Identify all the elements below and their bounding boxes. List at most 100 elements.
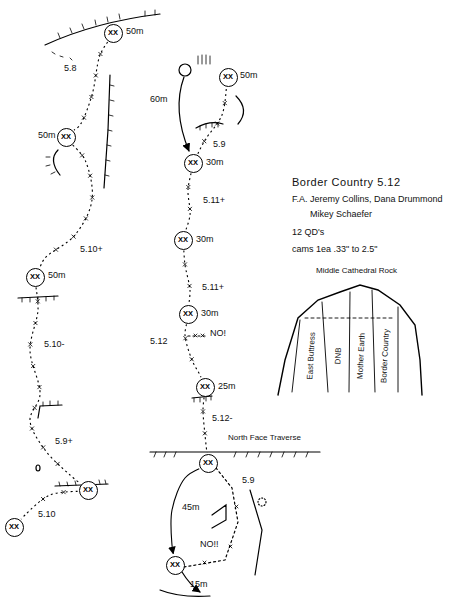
anchor-text: XX bbox=[9, 523, 19, 531]
topo-label: 5.9+ bbox=[55, 437, 73, 447]
bolt-mark bbox=[82, 116, 86, 120]
bolt-mark bbox=[223, 101, 227, 105]
anchor-text: XX bbox=[108, 29, 118, 37]
rappel-arrow bbox=[179, 77, 189, 151]
bolt-mark bbox=[88, 174, 92, 178]
belay-anchor: XX bbox=[26, 268, 45, 287]
flake-hatch bbox=[46, 157, 55, 174]
roof-line bbox=[45, 14, 160, 45]
bolt-mark bbox=[98, 52, 102, 56]
climb-line bbox=[184, 468, 238, 567]
topo-label: 5.12 bbox=[150, 337, 168, 347]
route-dnb bbox=[322, 302, 328, 392]
route-east-buttress bbox=[292, 320, 300, 392]
anchor-text: XX bbox=[61, 133, 71, 141]
traverse-hatch bbox=[154, 452, 308, 457]
bolt-mark bbox=[188, 284, 192, 288]
corner-line bbox=[250, 490, 262, 575]
bolt-marks bbox=[28, 52, 226, 501]
topo-label: North Face Traverse bbox=[228, 434, 301, 443]
bolt-mark bbox=[36, 299, 40, 303]
topo-label: 5.10- bbox=[44, 340, 65, 350]
bolt-mark bbox=[56, 462, 60, 466]
bolt-mark bbox=[54, 248, 58, 252]
belay-anchor: XX bbox=[5, 518, 24, 537]
crack-hatch bbox=[198, 55, 210, 64]
belay-anchor: XX bbox=[79, 481, 98, 500]
bolt-mark bbox=[41, 445, 45, 449]
belay-anchor: XX bbox=[174, 231, 193, 250]
belay-anchor: XX bbox=[104, 24, 123, 43]
route-line bbox=[203, 397, 207, 452]
anchor-text: XX bbox=[178, 236, 188, 244]
route-name: Border Country bbox=[380, 329, 392, 384]
rock-outline bbox=[278, 285, 422, 395]
topo-label: 50m bbox=[126, 27, 144, 37]
pitch-length: 45m bbox=[181, 503, 201, 513]
topo-label: 5.11+ bbox=[202, 283, 224, 293]
topo-label: 5.8 bbox=[64, 64, 77, 74]
belay-anchor: XX bbox=[219, 68, 238, 87]
bolt-mark bbox=[37, 385, 41, 389]
topo-label: 60m bbox=[150, 95, 168, 105]
traverse-dashed bbox=[305, 318, 395, 319]
belay-anchor: XX bbox=[166, 556, 185, 575]
pocket bbox=[36, 465, 40, 471]
route-line bbox=[185, 324, 201, 377]
bolt-mark bbox=[72, 235, 76, 239]
bolt-mark bbox=[188, 207, 192, 211]
route-name: Mother Earth bbox=[356, 333, 367, 380]
bolt-mark bbox=[202, 139, 206, 143]
ledge-line bbox=[38, 405, 62, 418]
ledge-hatch bbox=[43, 401, 58, 406]
bolt-mark bbox=[90, 196, 94, 200]
bolt-mark bbox=[80, 153, 84, 157]
bolt-mark bbox=[62, 490, 66, 494]
topo-label: 30m bbox=[201, 309, 219, 319]
flake-line bbox=[212, 505, 226, 528]
topo-label: 12 QD's bbox=[292, 228, 324, 238]
bolt-mark bbox=[183, 262, 187, 266]
topo-label: F.A. Jeremy Collins, Dana Drummond bbox=[292, 195, 443, 205]
bolt-mark bbox=[33, 406, 37, 410]
bolt-mark bbox=[41, 497, 45, 501]
topo-label: 50m bbox=[240, 71, 258, 81]
bolt-mark bbox=[89, 95, 93, 99]
topo-label: 30m bbox=[196, 235, 214, 245]
bolt-mark bbox=[84, 216, 88, 220]
bolt-mark bbox=[201, 409, 205, 413]
anchor-text: XX bbox=[188, 159, 198, 167]
bolt-mark bbox=[194, 334, 204, 337]
bolt-mark bbox=[215, 121, 219, 125]
bolt-mark bbox=[183, 336, 187, 340]
topo-label: NO! bbox=[210, 329, 226, 339]
bolt-mark bbox=[31, 364, 35, 368]
topo-label: cams 1ea .33" to 2.5" bbox=[292, 245, 377, 255]
topo-label: 50m bbox=[48, 271, 66, 281]
route-line bbox=[74, 42, 108, 130]
topo-label: Middle Cathedral Rock bbox=[316, 267, 397, 276]
bolt-mark bbox=[203, 505, 238, 564]
pocket-cluster bbox=[258, 498, 266, 506]
route-right bbox=[398, 307, 399, 392]
belay-anchor: XX bbox=[57, 128, 76, 147]
anchor-text: XX bbox=[83, 486, 93, 494]
belay-anchor: XX bbox=[179, 305, 198, 324]
anchor-text: XX bbox=[183, 310, 193, 318]
route-name: DNB bbox=[334, 347, 344, 364]
bolt-mark bbox=[33, 321, 37, 325]
route-name: East Buttress bbox=[306, 332, 317, 380]
anchor-text: XX bbox=[30, 273, 40, 281]
topo-label: NO!! bbox=[200, 540, 219, 550]
ground-line bbox=[160, 590, 210, 596]
topo-label: 5.10+ bbox=[80, 245, 103, 255]
hold-marks bbox=[52, 52, 72, 60]
topo-label: 5.9 bbox=[213, 140, 226, 150]
belay-anchor: XX bbox=[196, 378, 215, 397]
topo-label: 30m bbox=[206, 158, 224, 168]
route-border-country bbox=[372, 290, 375, 392]
topo-label: 50m bbox=[38, 131, 56, 141]
topo-label: 15m bbox=[190, 580, 208, 590]
